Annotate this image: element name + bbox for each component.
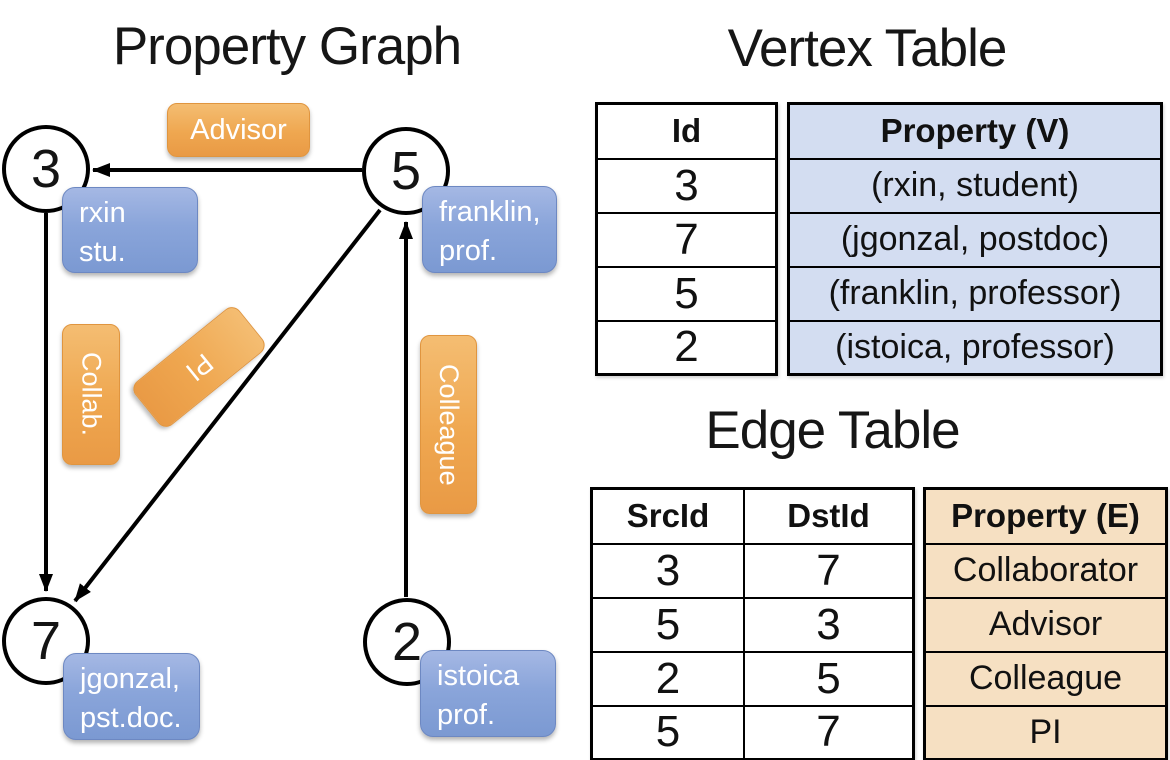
edge-table-cell-dst: 7 xyxy=(743,704,915,760)
vertex-property-line: jgonzal, xyxy=(80,663,180,695)
edge-label-advisor: Advisor xyxy=(167,103,310,157)
vertex-table-title: Vertex Table xyxy=(727,19,1008,78)
edge-table-property-column: Property (E) Collaborator Advisor Collea… xyxy=(923,487,1168,760)
edge-table-cell-dst: 5 xyxy=(743,650,915,707)
vertex-table-property-column: Property (V) (rxin, student) (jgonzal, p… xyxy=(787,102,1163,376)
vertex-table-cell-property: (jgonzal, postdoc) xyxy=(787,211,1163,268)
vertex-property-line: prof. xyxy=(437,699,496,731)
edge-table-dstid-header: DstId xyxy=(743,487,915,545)
vertex-table-cell-id: 5 xyxy=(595,265,778,322)
vertex-property-line: stu. xyxy=(79,236,126,268)
vertex-table-property-header: Property (V) xyxy=(787,102,1163,160)
edge-label-collab: Collab. xyxy=(62,324,120,465)
vertex-property-box-5: franklin, prof. xyxy=(422,186,557,273)
edge-table-cell-src: 3 xyxy=(590,542,745,599)
graph-node-5: 5 xyxy=(362,127,450,215)
property-graph-title: Property Graph xyxy=(112,17,462,76)
vertex-property-line: rxin xyxy=(79,197,126,229)
vertex-table-cell-id: 2 xyxy=(595,319,778,376)
edge-table-cell-property: Colleague xyxy=(923,650,1168,707)
edge-label-colleague: Colleague xyxy=(420,335,477,514)
vertex-table-cell-property: (franklin, professor) xyxy=(787,265,1163,322)
edge-table-cell-src: 2 xyxy=(590,650,745,707)
edge-table-cell-property: Collaborator xyxy=(923,542,1168,599)
vertex-table-id-column: Id 3 7 5 2 xyxy=(595,102,778,376)
vertex-table-cell-id: 7 xyxy=(595,211,778,268)
node-id-label: 3 xyxy=(30,139,62,199)
vertex-property-line: pst.doc. xyxy=(80,702,182,734)
edge-table-property-header: Property (E) xyxy=(923,487,1168,545)
edge-table-cell-property: Advisor xyxy=(923,596,1168,653)
node-id-label: 2 xyxy=(391,612,423,672)
vertex-property-box-3: rxin stu. xyxy=(62,187,198,273)
vertex-table-id-header: Id xyxy=(595,102,778,160)
graph-node-3: 3 xyxy=(2,125,90,213)
edge-table-srcid-header: SrcId xyxy=(590,487,745,545)
vertex-property-line: franklin, xyxy=(439,196,541,228)
node-id-label: 5 xyxy=(390,141,422,201)
vertex-property-line: istoica xyxy=(437,660,520,692)
edge-table-cell-src: 5 xyxy=(590,704,745,760)
vertex-table-cell-property: (rxin, student) xyxy=(787,157,1163,214)
vertex-table-cell-id: 3 xyxy=(595,157,778,214)
vertex-table-cell-property: (istoica, professor) xyxy=(787,319,1163,376)
vertex-property-box-7: jgonzal, pst.doc. xyxy=(63,653,200,740)
edge-table-title: Edge Table xyxy=(705,401,960,460)
edge-table-cell-dst: 3 xyxy=(743,596,915,653)
edge-table-cell-src: 5 xyxy=(590,596,745,653)
node-id-label: 7 xyxy=(30,611,62,671)
edge-label-pi: PI xyxy=(129,303,269,431)
edge-table-cell-property: PI xyxy=(923,704,1168,760)
vertex-property-line: prof. xyxy=(439,235,498,267)
edge-table-id-columns: SrcId DstId 3 7 5 3 2 5 5 7 xyxy=(590,487,915,760)
vertex-property-box-2: istoica prof. xyxy=(420,650,556,737)
edge-table-cell-dst: 7 xyxy=(743,542,915,599)
